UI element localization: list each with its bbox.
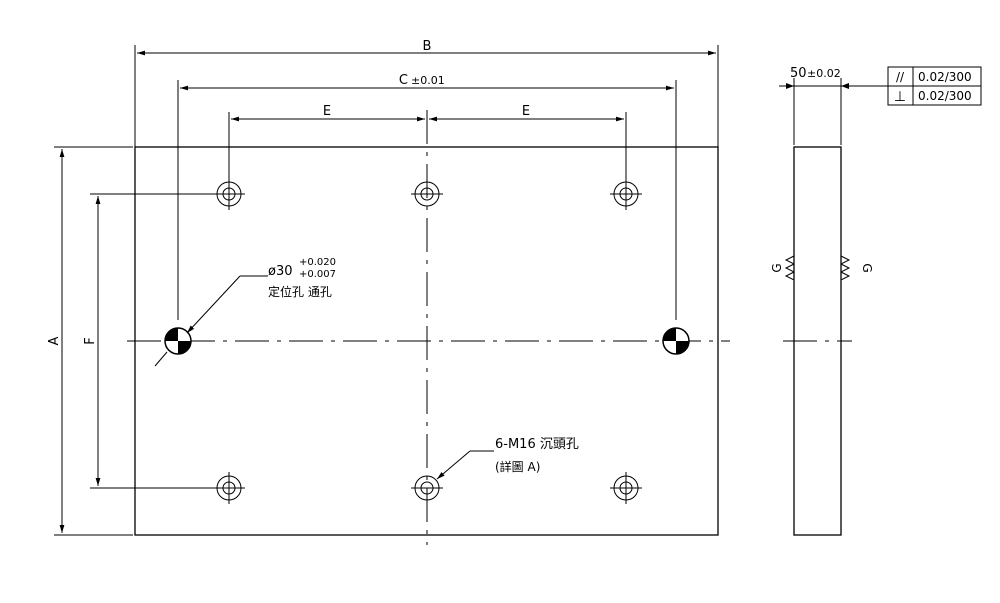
thickness-value: 50 [790, 66, 807, 81]
parallelism-value: 0.02/300 [918, 70, 972, 84]
dimension-a: A [47, 146, 133, 536]
locating-hole-description: 定位孔 通孔 [268, 284, 332, 299]
parallelism-symbol: // [896, 70, 905, 84]
dimension-c: C ±0.01 [177, 73, 677, 320]
bolt-hole [610, 178, 642, 210]
dimension-b-label: B [423, 39, 432, 54]
bolt-hole-detail-ref: (詳圖 A) [495, 459, 540, 474]
dimension-e-left-label: E [323, 104, 331, 119]
dimension-f-label: F [83, 337, 98, 344]
locating-hole-callout: ø30 +0.020 +0.007 定位孔 通孔 [154, 257, 336, 367]
bolt-hole [411, 181, 443, 207]
bolt-hole [411, 475, 443, 501]
bolt-hole [213, 178, 245, 210]
bolt-hole-callout: 6-M16 沉頭孔 (詳圖 A) [436, 437, 579, 480]
dimension-e-right-label: E [522, 104, 530, 119]
locating-hole-lower-tolerance: +0.007 [299, 269, 336, 280]
locating-hole-right [662, 327, 690, 355]
perpendicularity-value: 0.02/300 [918, 89, 972, 103]
dimension-c-label: C [399, 73, 408, 88]
dimension-a-label: A [47, 336, 62, 345]
surface-finish-left: G [770, 255, 795, 281]
bolt-hole [213, 472, 245, 504]
bolt-hole [610, 472, 642, 504]
locating-hole-diameter: ø30 [268, 264, 293, 279]
locating-hole-upper-tolerance: +0.020 [299, 257, 336, 268]
dimension-c-tolerance: ±0.01 [411, 74, 445, 87]
thickness-dimension: 50 ±0.02 [779, 66, 856, 145]
dimension-f: F [83, 193, 213, 489]
thickness-tolerance: ±0.02 [807, 67, 841, 80]
locating-hole-left [164, 327, 192, 355]
dimension-e: E E [228, 104, 627, 178]
dimension-b: B [134, 39, 719, 147]
surface-finish-left-label: G [770, 263, 784, 272]
perpendicularity-symbol: ⊥ [894, 89, 906, 105]
bolt-hole-callout-text: 6-M16 沉頭孔 [495, 437, 579, 452]
surface-finish-right: G [840, 255, 874, 281]
geometric-tolerance-frame: // 0.02/300 ⊥ 0.02/300 [851, 66, 982, 106]
surface-finish-right-label: G [860, 263, 874, 272]
